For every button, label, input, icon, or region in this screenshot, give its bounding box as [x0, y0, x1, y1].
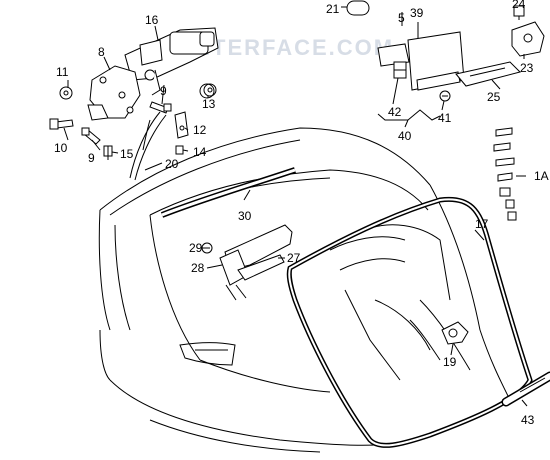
- part-21-cap: [346, 0, 370, 16]
- label-12: 12: [193, 123, 207, 137]
- label-20: 20: [165, 157, 179, 171]
- label-9-lower: 9: [88, 151, 95, 165]
- label-41: 41: [438, 111, 452, 125]
- label-40: 40: [398, 129, 412, 143]
- label-16: 16: [145, 13, 159, 27]
- label-23: 23: [520, 61, 534, 75]
- label-17: 17: [475, 217, 489, 231]
- cargo-area: [329, 224, 451, 381]
- label-42: 42: [388, 105, 402, 119]
- part-43-gas-strut: [501, 371, 550, 407]
- label-27: 27: [287, 251, 301, 265]
- label-8: 8: [98, 45, 105, 59]
- part-20-cable: [129, 111, 167, 181]
- label-19: 19: [443, 355, 457, 369]
- rear-spoiler-strip: [160, 167, 296, 218]
- part-11-nut: [59, 86, 73, 100]
- part-9-bolt-upper: [149, 101, 172, 114]
- label-1a: 1A: [534, 169, 549, 183]
- part-12-bracket: [174, 111, 189, 139]
- label-39: 39: [410, 6, 424, 20]
- part-10-bolt: [49, 118, 74, 130]
- label-43: 43: [521, 413, 535, 427]
- part-16-motor-assembly: [124, 27, 219, 96]
- label-24: 24: [512, 0, 526, 11]
- label-9-upper: 9: [160, 84, 167, 98]
- label-29: 29: [189, 241, 203, 255]
- part-41-screw: [439, 90, 451, 102]
- label-21: 21: [326, 2, 340, 16]
- part-42-clip: [393, 61, 407, 79]
- label-30: 30: [238, 209, 252, 223]
- label-25: 25: [487, 90, 501, 104]
- part-23-24-lock: [511, 5, 545, 57]
- part-13-marker-circle: [199, 83, 215, 99]
- tail-light-left: [179, 342, 236, 366]
- label-10: 10: [54, 141, 68, 155]
- watermark: INTERFACE.COM: [186, 35, 394, 60]
- label-15: 15: [120, 147, 134, 161]
- label-14: 14: [193, 145, 207, 159]
- part-25-plate: [455, 61, 521, 87]
- part-19-buffer: [441, 321, 469, 345]
- part-27-28-latch: [201, 224, 293, 301]
- part-9-bolt-lower: [81, 127, 101, 145]
- part-14-clip: [175, 145, 184, 155]
- part-15-clip: [103, 145, 113, 160]
- label-13: 13: [202, 97, 216, 111]
- label-5: 5: [398, 11, 405, 25]
- leader-lines: [63, 6, 528, 407]
- part-1a-screw-set: [493, 127, 517, 221]
- part-number-labels: 1A 5 8 9 9 10 11 12 13 14 15 16 17 19 20…: [54, 0, 549, 427]
- label-11: 11: [56, 65, 69, 79]
- label-28: 28: [191, 261, 205, 275]
- part-39-emblem-plate: [377, 31, 465, 91]
- part-8-bracket: [87, 65, 141, 121]
